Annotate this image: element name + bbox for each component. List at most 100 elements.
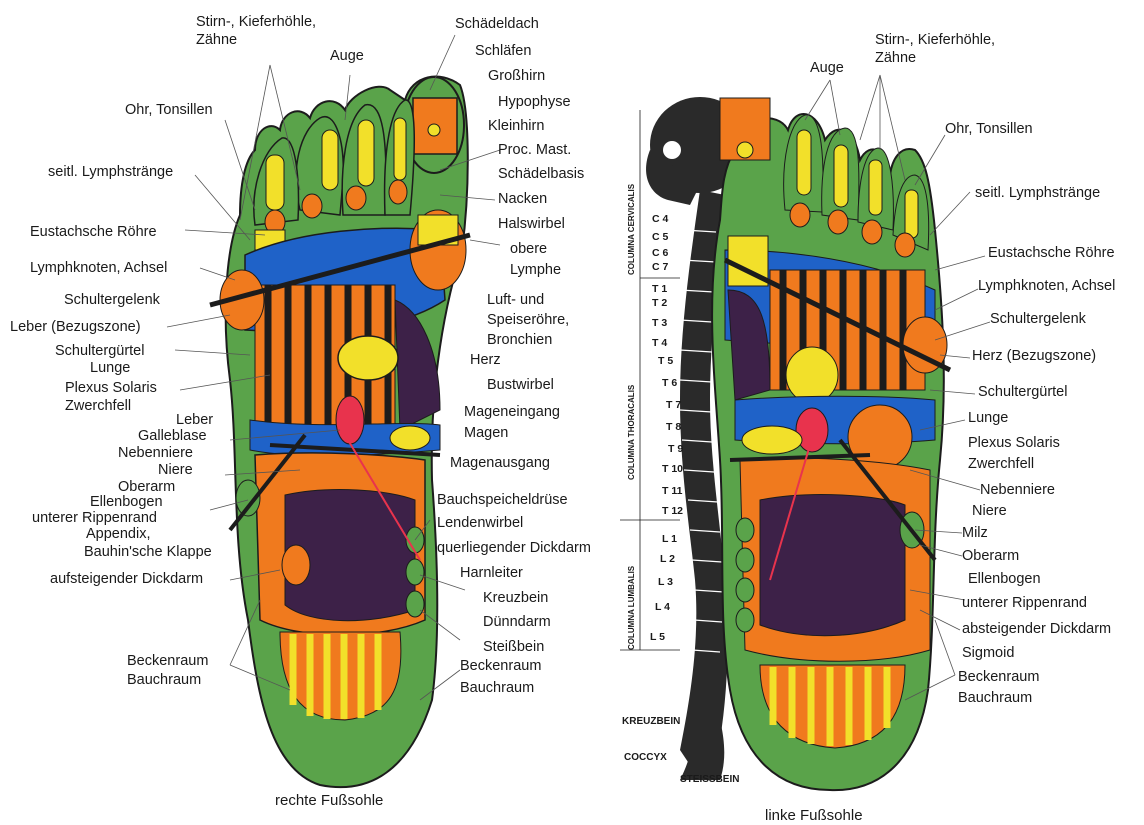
label-zaehne-left: Zähne (875, 50, 916, 66)
label-absteigender-dickdarm: absteigender Dickdarm (962, 621, 1111, 637)
label-hypophyse: Hypophyse (498, 94, 571, 110)
vertebra-t4: T 4 (652, 337, 667, 349)
label-beckenraum-left: Beckenraum (958, 669, 1039, 685)
label-milz: Milz (962, 525, 988, 541)
label-bauchraum-left: Bauchraum (958, 690, 1032, 706)
label-lymphe: Lymphe (510, 262, 561, 278)
vertebra-c6: C 6 (652, 247, 669, 259)
label-lunge-left: Lunge (968, 410, 1008, 426)
vertebra-t7: T 7 (666, 399, 681, 411)
label-bronchien: Bronchien (487, 332, 552, 348)
label-columna-thoracalis: COLUMNA THORACALIS (627, 384, 636, 480)
label-bauhinsche-klappe: Bauhin'sche Klappe (84, 544, 212, 560)
label-magen: Magen (464, 425, 508, 441)
label-seitl-lymphstraenge: seitl. Lymphstränge (48, 164, 173, 180)
label-leber-bezugszone: Leber (Bezugszone) (10, 319, 141, 335)
vertebra-c7: C 7 (652, 261, 669, 273)
label-columna-lumbalis: COLUMNA LUMBALIS (627, 565, 636, 650)
label-bauchspeicheldruese: Bauchspeicheldrüse (437, 492, 568, 508)
vertebra-t2: T 2 (652, 297, 667, 309)
label-kleinhirn: Kleinhirn (488, 118, 544, 134)
vertebra-l3: L 3 (658, 576, 673, 588)
vertebra-labels: C 4 C 5 C 6 C 7 T 1 T 2 T 3 T 4 T 5 T 6 … (650, 213, 683, 643)
label-oberarm-left: Oberarm (962, 548, 1019, 564)
vertebra-t5: T 5 (658, 355, 673, 367)
label-bustwirbel: Bustwirbel (487, 377, 554, 393)
label-herz-bezugszone: Herz (Bezugszone) (972, 348, 1096, 364)
label-ellenbogen: Ellenbogen (90, 494, 163, 510)
label-schulterguertel: Schultergürtel (55, 343, 144, 359)
label-lymphknoten-achsel: Lymphknoten, Achsel (30, 260, 167, 276)
label-leber: Leber (176, 412, 213, 428)
label-niere-left: Niere (972, 503, 1007, 519)
label-beckenraum-r: Beckenraum (127, 653, 208, 669)
label-magenausgang: Magenausgang (450, 455, 550, 471)
label-querliegender-dickdarm: querliegender Dickdarm (437, 540, 591, 556)
label-schlaefen: Schläfen (475, 43, 531, 59)
label-oberarm: Oberarm (118, 479, 175, 495)
label-eustachsche-roehre: Eustachsche Röhre (30, 224, 157, 240)
label-bauchraum-r: Bauchraum (127, 672, 201, 688)
label-beckenraum-right-foot: Beckenraum (460, 658, 541, 674)
label-lendenwirbel: Lendenwirbel (437, 515, 523, 531)
label-unterer-rippenrand-left: unterer Rippenrand (962, 595, 1087, 611)
label-eustachsche-roehre-left: Eustachsche Röhre (988, 245, 1115, 261)
label-nebenniere: Nebenniere (118, 445, 193, 461)
vertebra-t6: T 6 (662, 377, 677, 389)
label-auge-left: Auge (810, 60, 844, 76)
label-ohr-tonsillen-left: Ohr, Tonsillen (945, 121, 1033, 137)
label-harnleiter: Harnleiter (460, 565, 523, 581)
label-zwerchfell: Zwerchfell (65, 398, 131, 414)
label-columna-cervicalis: COLUMNA CERVICALIS (627, 183, 636, 275)
label-stirn-kieferhoehle-left: Stirn-, Kieferhöhle, (875, 32, 995, 48)
label-schultergelenk: Schultergelenk (64, 292, 161, 308)
label-steissbein-skeleton: STEISSBEIN (680, 774, 739, 785)
right-foot (210, 77, 470, 788)
label-grosshirn: Großhirn (488, 68, 545, 84)
label-kreuzbein: Kreuzbein (483, 590, 548, 606)
vertebra-l1: L 1 (662, 533, 677, 545)
vertebra-c4: C 4 (652, 213, 669, 225)
label-ellenbogen-left: Ellenbogen (968, 571, 1041, 587)
label-schaedeldach: Schädeldach (455, 16, 539, 32)
caption-right-sole: rechte Fußsohle (275, 792, 383, 809)
label-niere: Niere (158, 462, 193, 478)
label-unterer-rippenrand: unterer Rippenrand (32, 510, 157, 526)
label-sigmoid: Sigmoid (962, 645, 1014, 661)
label-nacken: Nacken (498, 191, 547, 207)
label-proc-mast: Proc. Mast. (498, 142, 571, 158)
label-zwerchfell-left: Zwerchfell (968, 456, 1034, 472)
label-speiseroehre: Speiseröhre, (487, 312, 569, 328)
label-ohr-tonsillen: Ohr, Tonsillen (125, 102, 213, 118)
left-foot (712, 98, 950, 790)
label-zaehne: Zähne (196, 32, 237, 48)
label-schaedelbasis: Schädelbasis (498, 166, 584, 182)
vertebra-l5: L 5 (650, 631, 665, 643)
label-coccyx: COCCYX (624, 752, 667, 763)
label-schulterguertel-left: Schultergürtel (978, 384, 1067, 400)
label-halswirbel: Halswirbel (498, 216, 565, 232)
vertebra-t9: T 9 (668, 443, 683, 455)
caption-left-sole: linke Fußsohle (765, 807, 863, 824)
vertebra-t12: T 12 (662, 505, 683, 517)
label-stirn-kieferhoehle: Stirn-, Kieferhöhle, (196, 14, 316, 30)
vertebra-c5: C 5 (652, 231, 669, 243)
label-luft-und: Luft- und (487, 292, 544, 308)
label-plexus-solaris-left: Plexus Solaris (968, 435, 1060, 451)
label-kreuzbein-skeleton: KREUZBEIN (622, 716, 680, 727)
label-auge: Auge (330, 48, 364, 64)
vertebra-t8: T 8 (666, 421, 681, 433)
label-aufsteigender-dickdarm: aufsteigender Dickdarm (50, 571, 203, 587)
label-herz: Herz (470, 352, 501, 368)
vertebra-t11: T 11 (662, 485, 683, 497)
label-nebenniere-left: Nebenniere (980, 482, 1055, 498)
label-obere: obere (510, 241, 547, 257)
label-lymphknoten-achsel-left: Lymphknoten, Achsel (978, 278, 1115, 294)
vertebra-t10: T 10 (662, 463, 683, 475)
label-bauchraum-right-foot: Bauchraum (460, 680, 534, 696)
label-lunge: Lunge (90, 360, 130, 376)
label-duenndarm: Dünndarm (483, 614, 551, 630)
label-steissbein: Steißbein (483, 639, 544, 655)
label-galleblase: Galleblase (138, 428, 207, 444)
